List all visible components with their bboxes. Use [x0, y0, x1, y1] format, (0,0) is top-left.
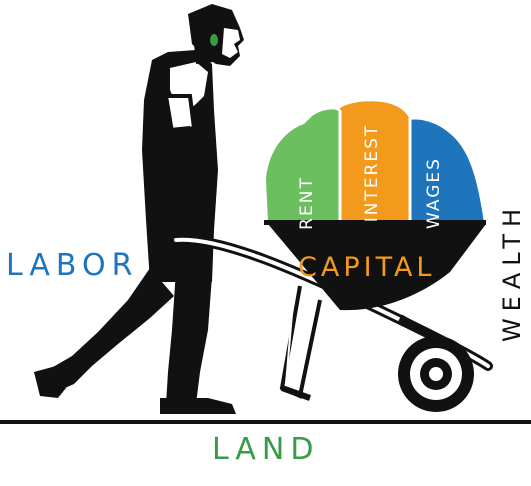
rent-segment [266, 109, 340, 222]
worker-figure-icon [34, 4, 244, 414]
interest-segment [340, 101, 410, 222]
capital-label: CAPITAL [298, 252, 436, 283]
ground-line [0, 420, 531, 424]
labor-label: LABOR [6, 248, 139, 283]
land-label: LAND [212, 432, 320, 467]
wealth-label: WEALTH [498, 201, 526, 343]
wages-segment [410, 119, 484, 222]
wages-label: WAGES [424, 157, 444, 229]
wealth-load [264, 101, 486, 225]
interest-label: INTEREST [362, 123, 382, 223]
wheelbarrow-icon [171, 224, 493, 412]
rent-label: RENT [297, 176, 317, 230]
